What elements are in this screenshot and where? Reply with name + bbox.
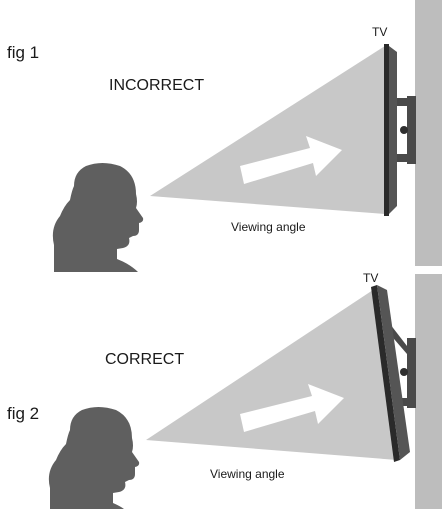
status-label-correct: CORRECT [105, 351, 184, 368]
status-label-incorrect: INCORRECT [109, 77, 204, 94]
figure-label-2: fig 2 [7, 404, 39, 423]
viewer-head-silhouette-2 [48, 407, 140, 509]
tv-label-1: TV [372, 25, 387, 39]
viewing-cone-1 [150, 46, 385, 214]
wall-mount-bracket-1 [395, 96, 416, 164]
wall-panel-top [415, 0, 442, 266]
viewer-head-silhouette-1 [52, 163, 144, 272]
tv-1 [384, 44, 397, 216]
direction-arrow-1 [240, 136, 342, 184]
direction-arrow-2 [240, 384, 344, 432]
wall-divider [415, 266, 442, 274]
wall-panel-bottom [415, 274, 442, 509]
figure-label-1: fig 1 [7, 43, 39, 62]
viewing-cone-2 [146, 288, 397, 460]
tv-2 [371, 285, 410, 462]
figure-1-panel: fig 1 INCORRECT TV Viewing angle [7, 25, 416, 272]
figure-2-panel: TV CORRECT fig 2 Viewing angle [7, 271, 416, 509]
viewing-angle-caption-2: Viewing angle [210, 467, 285, 481]
tv-label-2: TV [363, 271, 378, 285]
viewing-angle-caption-1: Viewing angle [231, 220, 306, 234]
